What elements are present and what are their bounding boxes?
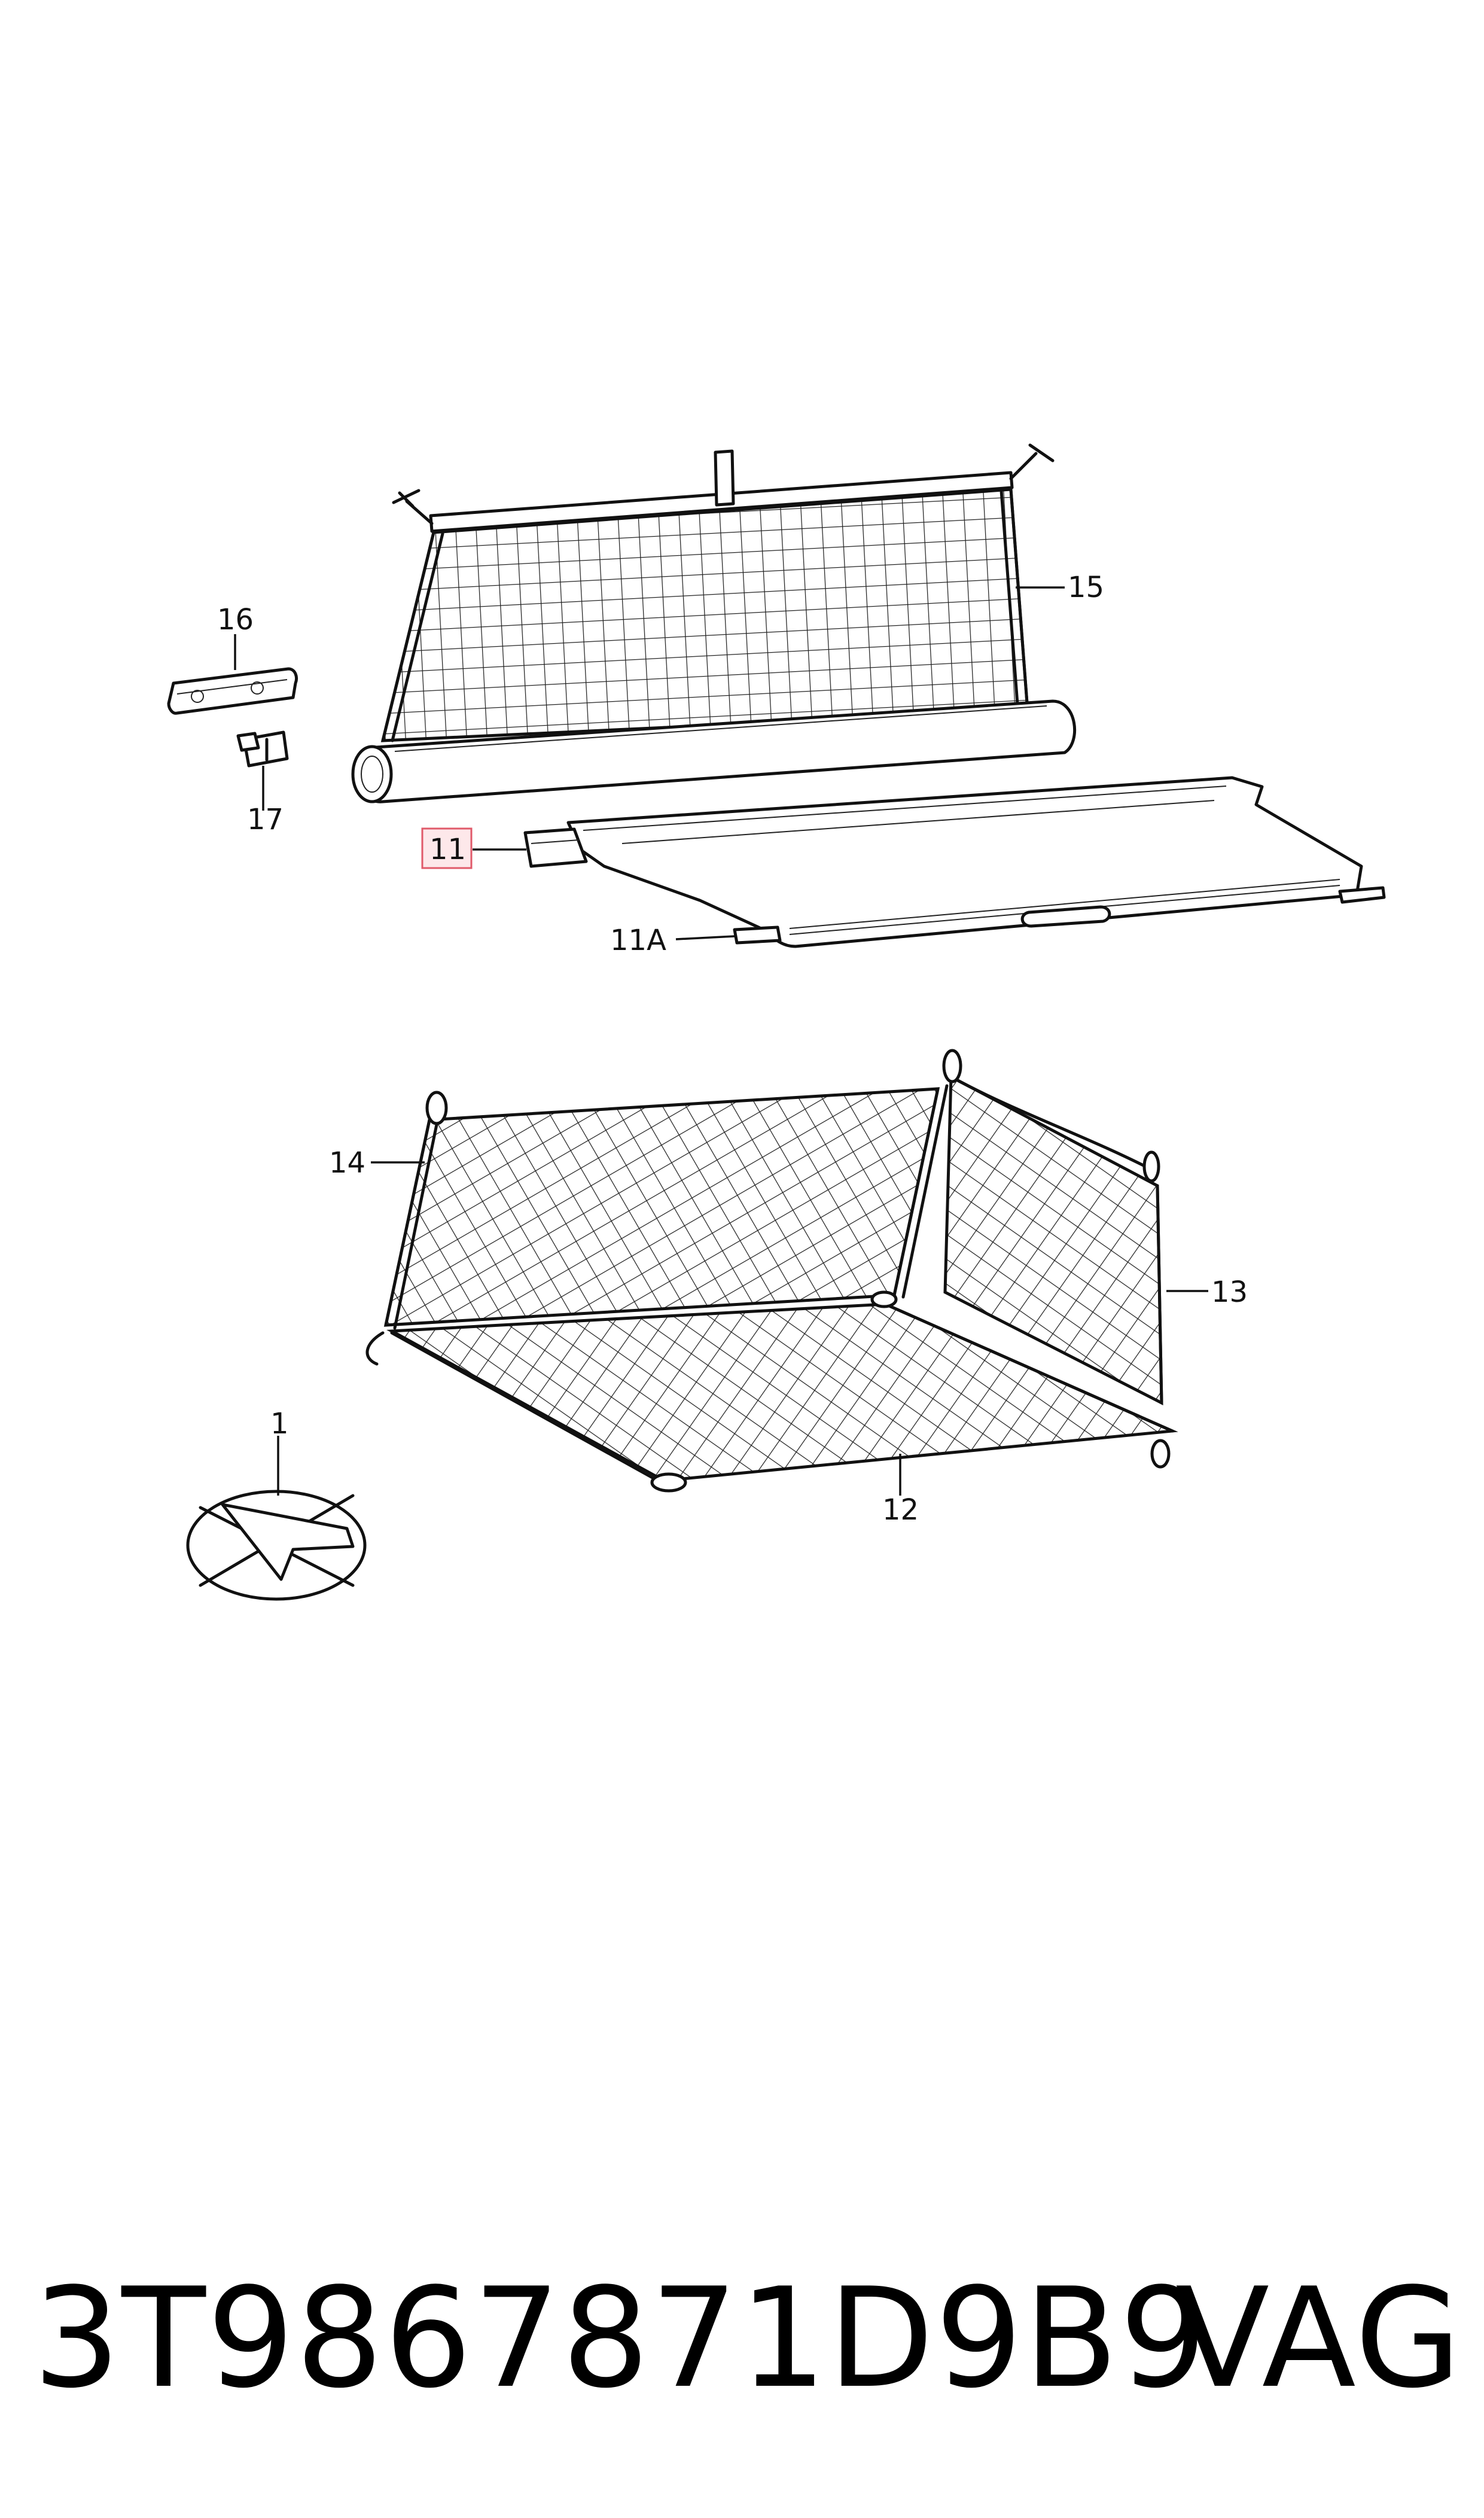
callout-13: 13 bbox=[1211, 1275, 1248, 1309]
callout-12: 12 bbox=[882, 1493, 919, 1527]
footer: 3T9867871D9B9 VAG bbox=[0, 2261, 1484, 2417]
part-number-text: 3T9867871D9B9 bbox=[33, 2259, 1208, 2419]
callout-11a: 11A bbox=[610, 924, 666, 957]
callouts: 15 16 17 11 11A 14 13 12 1 bbox=[217, 571, 1248, 1527]
bracket-part bbox=[167, 667, 298, 715]
callout-16: 16 bbox=[217, 603, 254, 637]
callout-1: 1 bbox=[270, 1407, 289, 1441]
callout-15: 15 bbox=[1068, 571, 1104, 604]
luggage-cover-part bbox=[523, 776, 1386, 948]
partition-net-part bbox=[351, 443, 1077, 803]
symbol-part bbox=[186, 1490, 367, 1601]
brand-text: VAG bbox=[1175, 2259, 1463, 2419]
callout-14: 14 bbox=[329, 1146, 365, 1180]
leader-lines bbox=[234, 586, 1208, 1496]
callout-11-highlight bbox=[421, 827, 473, 869]
luggage-net-part bbox=[365, 1049, 1178, 1493]
callout-11: 11 bbox=[429, 833, 466, 866]
bolt-part bbox=[236, 730, 289, 768]
callout-17: 17 bbox=[247, 803, 284, 836]
